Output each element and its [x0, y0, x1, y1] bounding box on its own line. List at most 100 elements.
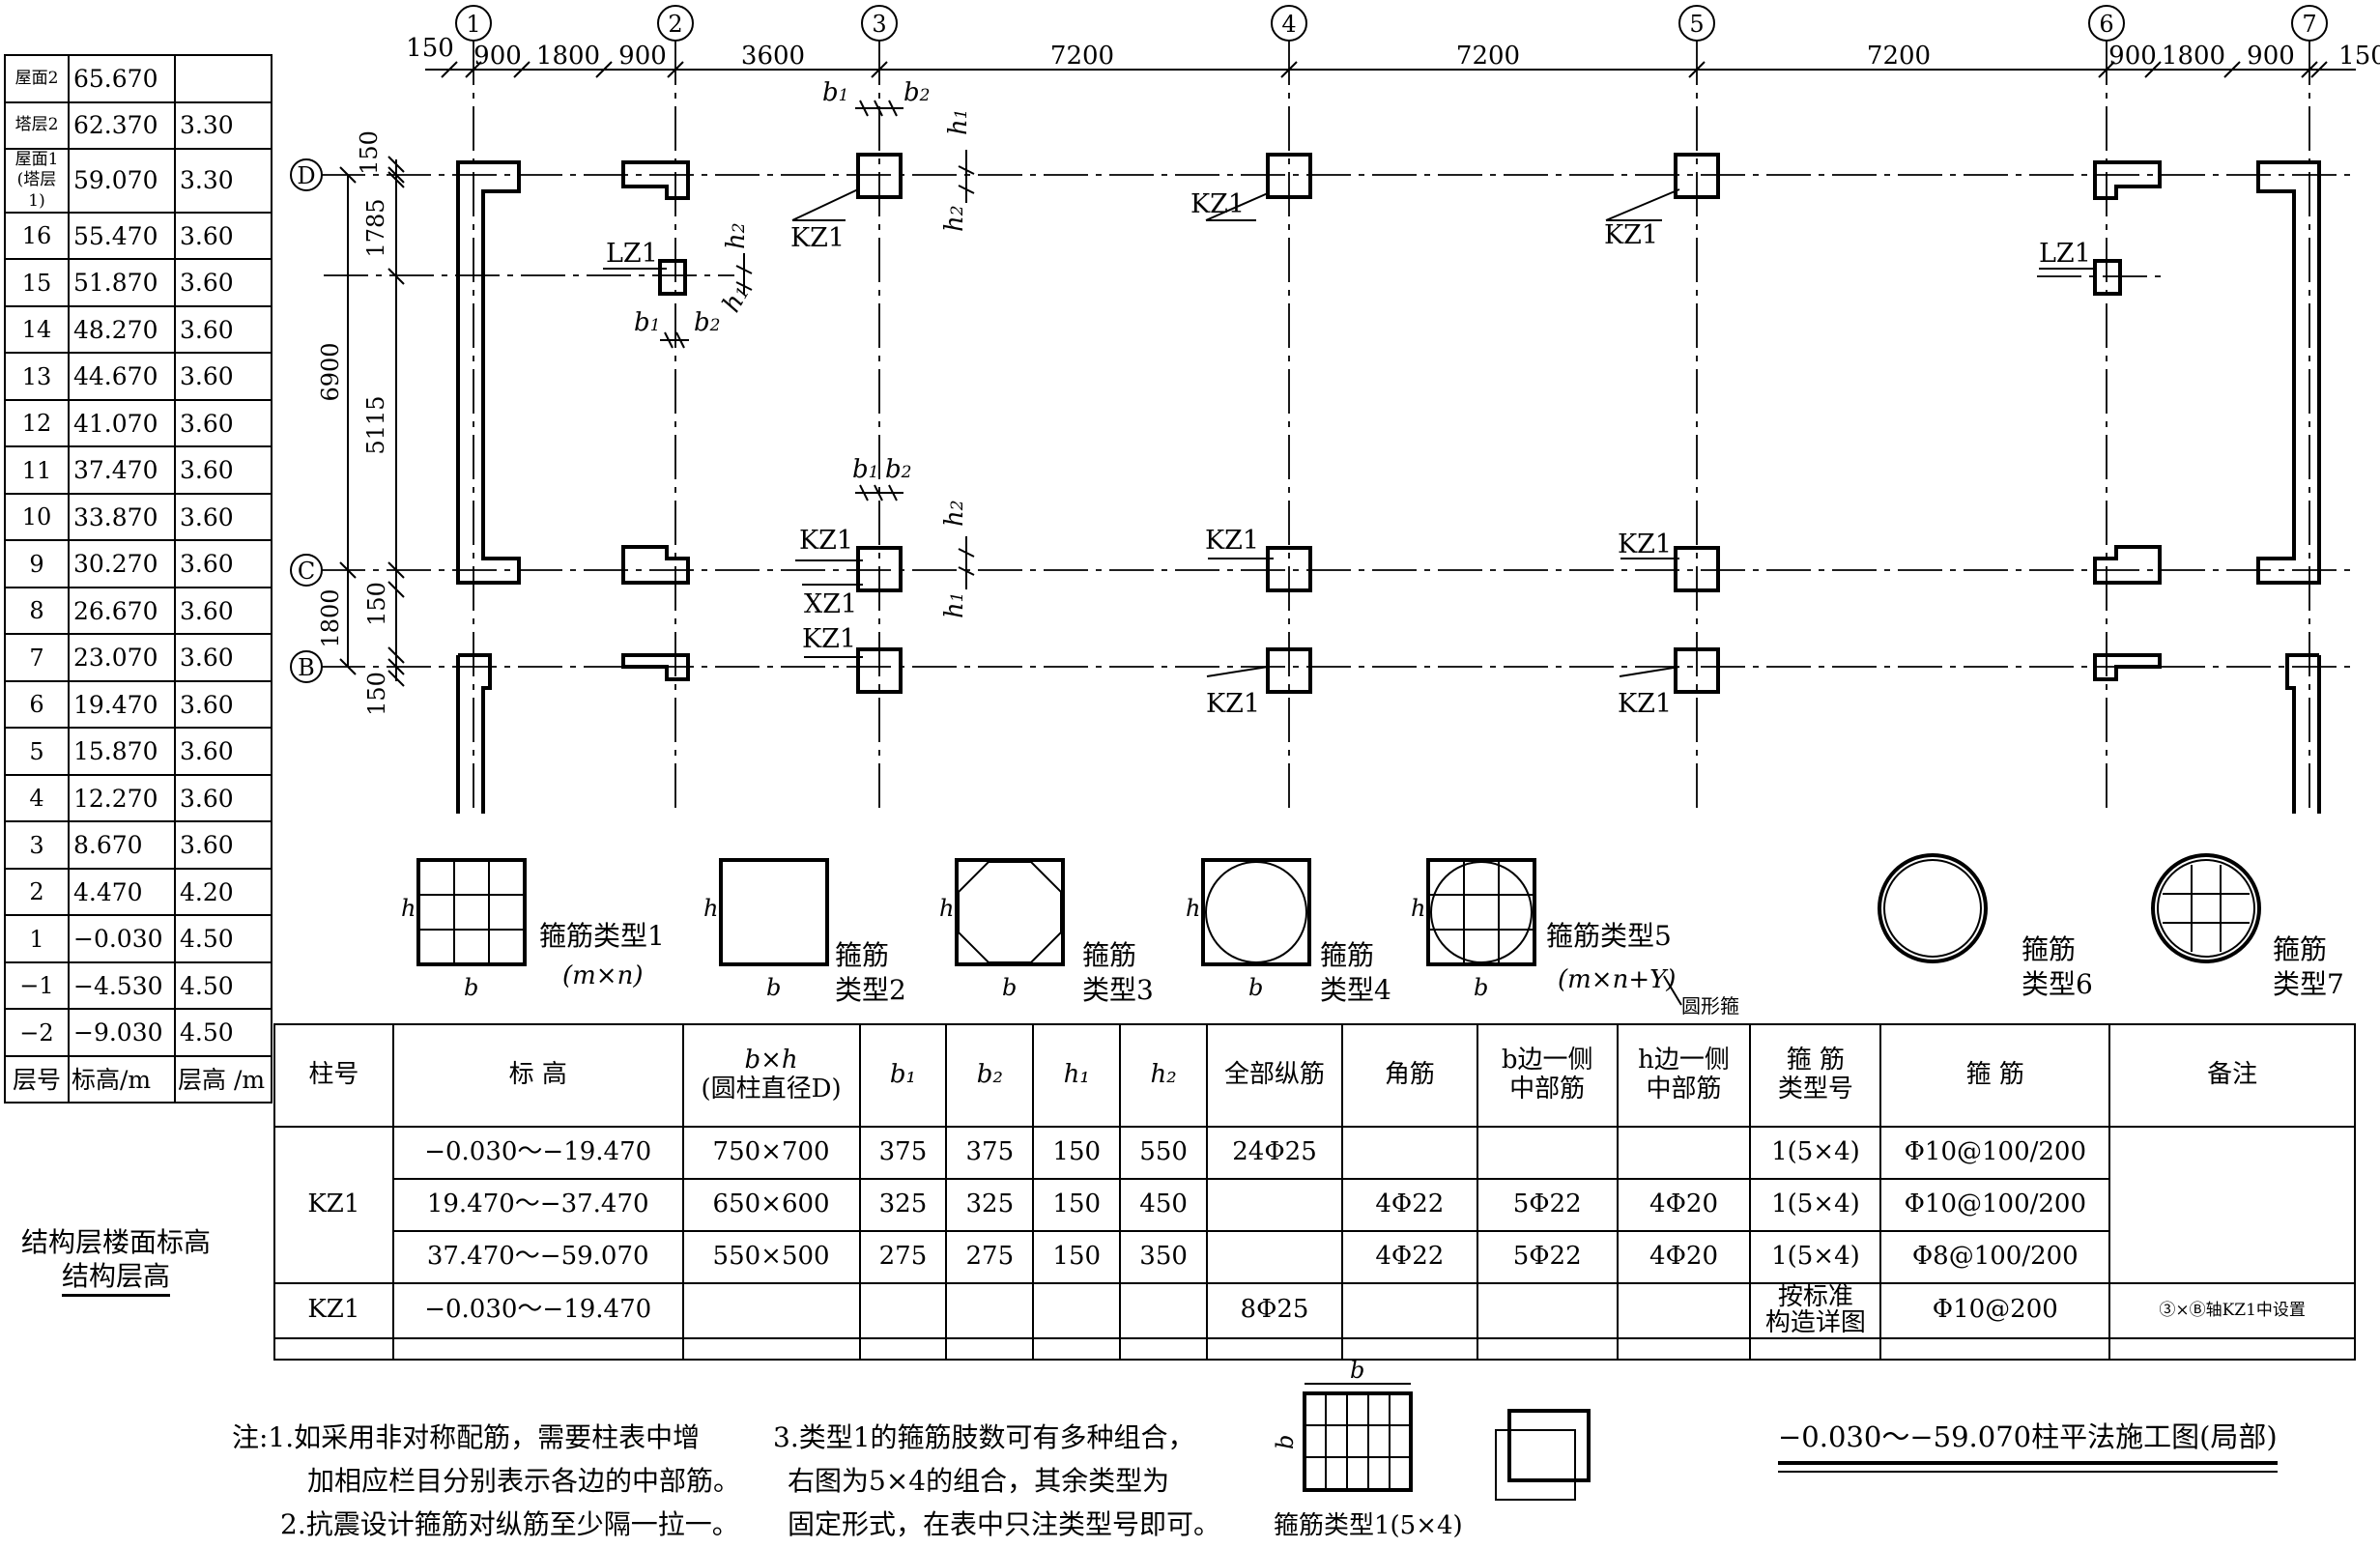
top-dim-value: 900 [2108, 42, 2157, 71]
floor-number: 5 [4, 727, 70, 776]
svg-text:b1: b1 [852, 455, 878, 484]
top-dim-value: 900 [618, 42, 667, 71]
floor-elevation: 44.670 [68, 352, 176, 401]
floor-elevation: −4.530 [68, 960, 176, 1011]
cell-stirrup: Φ10@100/200 [1879, 1126, 2111, 1180]
axis-label-C: C [298, 558, 315, 585]
floor-elevation: 19.470 [68, 679, 176, 730]
svg-text:类型4: 类型4 [1320, 974, 1391, 1006]
svg-text:h2: h2 [722, 222, 751, 249]
floor-elevation: 23.070 [68, 633, 176, 682]
note-2: 2.抗震设计箍筋对纵筋至少隔一拉一。 [280, 1508, 739, 1540]
floor-height: 3.60 [174, 820, 272, 870]
top-dim-value: 900 [473, 42, 522, 71]
floor-number: 15 [4, 258, 70, 307]
cell-bxh: 750×700 [681, 1126, 861, 1180]
svg-text:h1: h1 [717, 280, 756, 318]
height-header: 层高 /m [174, 1054, 272, 1104]
floor-number: 11 [4, 445, 70, 495]
floor-elevation: −0.030 [68, 914, 176, 963]
cell-elev: −0.030～−19.470 [391, 1282, 684, 1339]
label-kz1-3C: KZ1 [799, 526, 853, 556]
floor-height: 3.60 [174, 492, 272, 542]
floor-height: 3.60 [174, 679, 272, 730]
cell-type: 按标准构造详图 [1749, 1282, 1882, 1339]
stirrup-type-4: h b 箍筋 类型4 [1186, 858, 1391, 1006]
floor-height: 3.60 [174, 586, 272, 636]
l-columns-axis-2-6 [621, 160, 2162, 681]
side-dim-6900: 6900 [317, 342, 344, 401]
floor-height: 4.50 [174, 1008, 272, 1057]
caption-line2: 结构层高 [62, 1260, 171, 1297]
hdr-stirrup: 箍 筋 [1879, 1023, 2111, 1128]
floor-number: 屋面1 (塔层1) [4, 148, 70, 214]
hdr-corner: 角筋 [1340, 1023, 1478, 1128]
label-kz1-4C: KZ1 [1205, 526, 1259, 556]
floor-number: 塔层2 [4, 100, 70, 150]
floor-table-header: 层号 标高/m 层高 /m [4, 1054, 272, 1104]
note-3a: 3.类型1的箍筋肢数可有多种组合， [773, 1421, 1195, 1453]
hdr-all-bars: 全部纵筋 [1206, 1023, 1343, 1128]
top-dim-value: 900 [2247, 42, 2295, 71]
svg-text:圆形箍: 圆形箍 [1681, 994, 1739, 1018]
cell-corner: 4Φ22 [1340, 1230, 1478, 1284]
label-kz1-4D: KZ1 [1190, 189, 1245, 219]
svg-text:h1: h1 [944, 108, 973, 135]
floor-number: 7 [4, 633, 70, 682]
cell-b2: 375 [945, 1126, 1035, 1180]
top-dim-value: 1800 [2162, 42, 2225, 71]
floor-elevation: 33.870 [68, 492, 176, 542]
svg-text:b: b [1350, 1357, 1364, 1384]
svg-text:类型6: 类型6 [2022, 968, 2093, 1000]
svg-text:类型2: 类型2 [835, 974, 906, 1006]
svg-text:b2: b2 [694, 308, 720, 337]
square-columns [658, 153, 2122, 694]
section-dim-callouts [660, 100, 975, 589]
cell-elev: 19.470～−37.470 [391, 1178, 684, 1232]
floor-number: 8 [4, 586, 70, 636]
svg-text:h: h [401, 895, 416, 922]
floor-elevation: 48.270 [68, 304, 176, 355]
floor-height: 4.50 [174, 914, 272, 963]
floor-elevation: 59.070 [68, 148, 176, 214]
cell-all-bars: 8Φ25 [1206, 1282, 1343, 1339]
svg-text:类型7: 类型7 [2273, 968, 2344, 1000]
cell-remark: ③×Ⓑ轴KZ1中设置 [2108, 1282, 2356, 1339]
hdr-h1: h₁ [1032, 1023, 1122, 1128]
note-3b: 右图为5×4的组合，其余类型为 [788, 1465, 1170, 1497]
floor-number: 16 [4, 211, 70, 261]
cell-h1: 150 [1032, 1230, 1122, 1284]
axis-label-6: 6 [2099, 11, 2113, 38]
floor-elevation: 15.870 [68, 727, 176, 776]
label-lz1-left: LZ1 [606, 239, 658, 269]
floor-number: 12 [4, 398, 70, 448]
top-dim-value: 7200 [1050, 42, 1114, 71]
stirrup-type-7: 箍筋 类型7 [2151, 853, 2344, 1000]
cell-h2: 550 [1119, 1126, 1209, 1180]
svg-text:箍筋: 箍筋 [1320, 939, 1374, 971]
hdr-col-no: 柱号 [273, 1023, 394, 1128]
cell-b2: 325 [945, 1178, 1035, 1232]
svg-text:h1: h1 [940, 591, 969, 618]
axis-label-7: 7 [2302, 11, 2316, 38]
svg-text:b1: b1 [822, 78, 848, 107]
top-dim-value: 7200 [1867, 42, 1931, 71]
floor-height: 3.30 [174, 100, 272, 150]
svg-text:箍筋类型5: 箍筋类型5 [1546, 920, 1672, 952]
cell-bxh: 550×500 [681, 1230, 861, 1284]
side-dim-5115: 5115 [362, 395, 389, 454]
svg-text:箍筋: 箍筋 [1082, 939, 1136, 971]
top-dim-value: 150 [2338, 42, 2380, 71]
svg-text:b: b [1248, 974, 1263, 1001]
